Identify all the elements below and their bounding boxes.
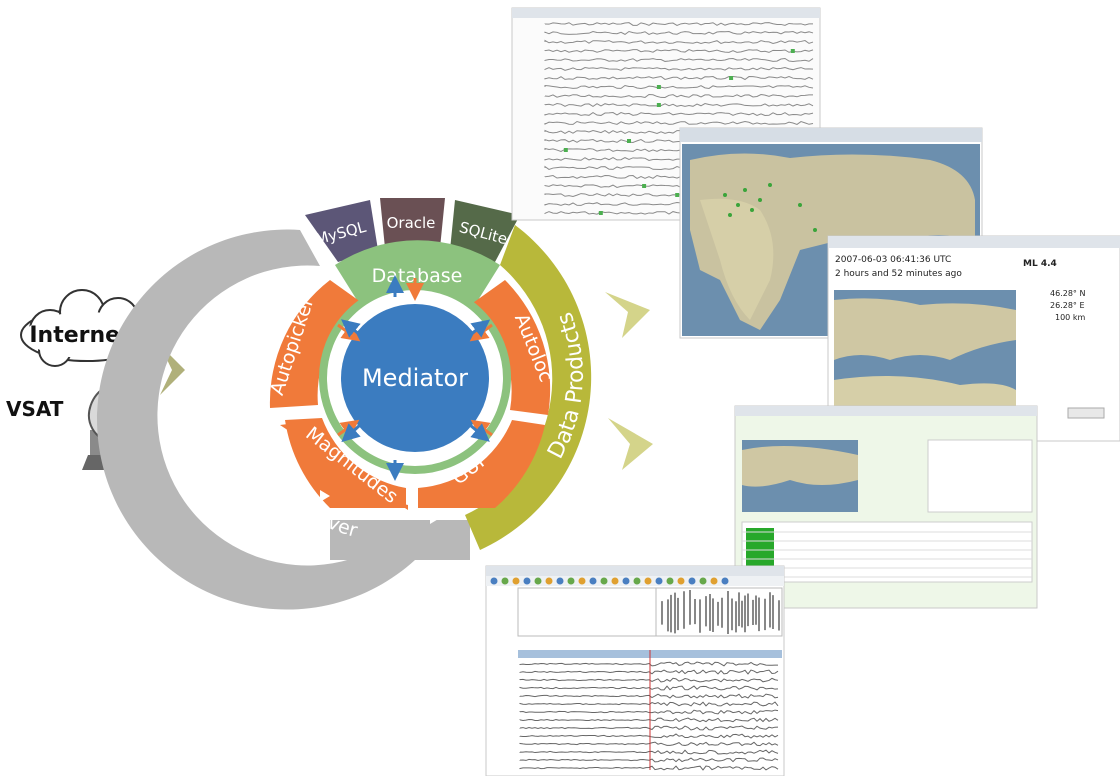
pick-marker (627, 139, 632, 143)
toolbar-icon (501, 577, 509, 585)
toolbar-icon (710, 577, 718, 585)
trace-line (544, 49, 814, 53)
trace-line (544, 57, 814, 62)
pick-marker (729, 76, 734, 80)
pick-marker (563, 148, 568, 152)
toolbar-icon (567, 577, 575, 585)
trace-line (544, 22, 814, 27)
trace-line (544, 120, 814, 126)
toolbar-icon (644, 577, 652, 585)
trace-line (519, 693, 779, 699)
picker-window-screenshot (485, 565, 785, 776)
pick-marker (675, 193, 680, 197)
trace-line (544, 30, 814, 36)
autoloc-module[interactable] (470, 280, 551, 415)
toolbar-icon (512, 577, 520, 585)
event-elapsed: 2 hours and 52 minutes ago (835, 269, 962, 279)
oracle-label: Oracle (387, 214, 436, 232)
mediator-core[interactable] (341, 304, 489, 452)
toolbar-icon (655, 577, 663, 585)
gui-module[interactable] (418, 420, 545, 508)
toolbar-icon (633, 577, 641, 585)
trace-line (519, 661, 779, 667)
toolbar-icon (622, 577, 630, 585)
data-products-segment (465, 225, 592, 550)
database-segment (335, 240, 500, 305)
pick-marker (656, 85, 661, 89)
event-magnitude: ML 4.4 (1023, 259, 1057, 269)
toolbar-icon (556, 577, 564, 585)
oracle-segment (380, 198, 445, 248)
mysql-segment (305, 200, 378, 262)
trace-line (519, 733, 779, 739)
event-depth: 100 km (1055, 313, 1085, 322)
trace-line (519, 765, 779, 771)
trace-line (519, 741, 779, 747)
pick-marker (598, 211, 603, 215)
trace-line (544, 39, 814, 44)
autopicker-module[interactable] (269, 280, 365, 408)
output-chevron-icon (605, 292, 650, 338)
magnitudes-module[interactable] (285, 418, 406, 508)
trace-line (544, 102, 814, 108)
event-datetime: 2007-06-03 06:41:36 UTC (835, 255, 951, 265)
pick-marker (642, 184, 647, 188)
mediator-label: Mediator (362, 364, 468, 392)
toolbar-icon (545, 577, 553, 585)
ring-arrow-icons (262, 338, 440, 524)
trace-line (519, 669, 779, 675)
toolbar-icon (490, 577, 498, 585)
toolbar-icon (523, 577, 531, 585)
sqlite-segment (450, 200, 520, 262)
toolbar-icon (578, 577, 586, 585)
trace-line (544, 66, 814, 71)
toolbar-icon (666, 577, 674, 585)
trace-line (544, 75, 814, 81)
trace-line (544, 93, 814, 98)
event-longitude: 26.28° E (1050, 301, 1085, 310)
mediator-arrows (341, 275, 491, 481)
toolbar-icon (589, 577, 597, 585)
trace-line (519, 717, 779, 723)
trace-line (544, 112, 814, 117)
seismogram-server-segment (97, 229, 416, 610)
pick-marker (656, 103, 661, 107)
toolbar-icon (699, 577, 707, 585)
toolbar-icon (534, 577, 542, 585)
trace-line (519, 677, 779, 683)
trace-line (544, 84, 814, 89)
toolbar-icon (677, 577, 685, 585)
trace-line (519, 725, 779, 731)
toolbar-icon (611, 577, 619, 585)
pick-marker (790, 49, 795, 53)
trace-line (519, 757, 779, 763)
event-latitude: 46.28° N (1050, 289, 1085, 298)
output-chevron-icon (608, 418, 653, 470)
trace-line (519, 709, 779, 715)
trace-line (519, 701, 779, 707)
event-summary-screenshot (734, 405, 1038, 609)
trace-line (519, 749, 779, 755)
toolbar-icon (688, 577, 696, 585)
trace-line (519, 685, 779, 691)
toolbar-icon (600, 577, 608, 585)
toolbar-icon (721, 577, 729, 585)
vsat-label: VSAT (6, 397, 64, 421)
